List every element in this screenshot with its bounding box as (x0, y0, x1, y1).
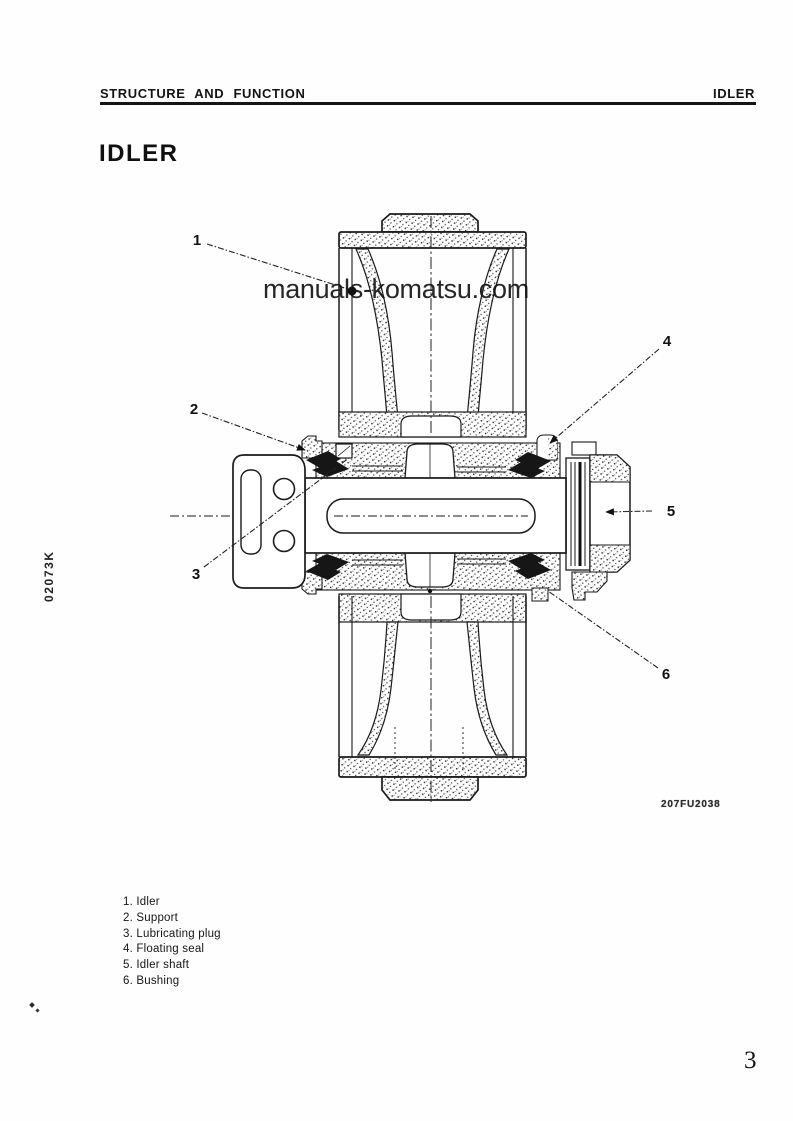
header-rule (100, 102, 756, 105)
leader-1-end-dot (347, 286, 357, 296)
legend-item-floating-seal: 4. Floating seal (123, 943, 205, 956)
callout-number-5: 5 (667, 503, 675, 520)
callout-number-4: 4 (663, 333, 672, 350)
bracket-hole-lower (272, 529, 296, 553)
callout-leaders (201, 243, 660, 669)
legend-item-idler: 1. Idler (123, 896, 160, 908)
leader-3 (203, 457, 350, 568)
callout-number-3: 3 (192, 566, 200, 583)
idler-wheel-bottom (338, 593, 527, 801)
legend-item-idler-shaft: 5. Idler shaft (123, 959, 190, 972)
callout-number-2: 2 (190, 401, 198, 418)
header-chapter-title: IDLER (713, 86, 755, 101)
legend-item-bushing: 6. Bushing (123, 974, 180, 987)
watermark-text: manuals-komatsu.com (263, 274, 529, 304)
support-bracket (232, 454, 306, 589)
idler-shaft (170, 477, 567, 554)
bushing-seal-bottom-right (508, 553, 551, 579)
leader-4 (549, 348, 660, 444)
leader-5 (605, 508, 653, 516)
figure-code: 207FU2038 (661, 799, 721, 810)
legend-item-lubricating-plug: 3. Lubricating plug (123, 927, 221, 940)
callout-number-1: 1 (193, 232, 201, 249)
callout-number-6: 6 (662, 666, 670, 683)
leader-2 (201, 412, 306, 451)
page-number: 3 (744, 1047, 757, 1074)
floating-seal-bottom-left (306, 554, 349, 580)
right-end-collar (565, 441, 631, 601)
leader-6 (547, 590, 659, 669)
idler-wheel-top (338, 213, 527, 438)
leader-1 (206, 243, 352, 291)
header-section-title: STRUCTURE AND FUNCTION (100, 86, 306, 101)
legend-item-support: 2. Support (123, 911, 179, 924)
bracket-hole-upper (272, 477, 296, 501)
callout-numbers: 1 2 3 4 5 6 (190, 232, 675, 683)
callout-legend: 1. Idler 2. Support 3. Lubricating plug … (123, 895, 221, 990)
page-title: IDLER (99, 140, 179, 167)
floating-seal-top-right (508, 452, 551, 478)
ink-smudge (29, 1002, 44, 1015)
